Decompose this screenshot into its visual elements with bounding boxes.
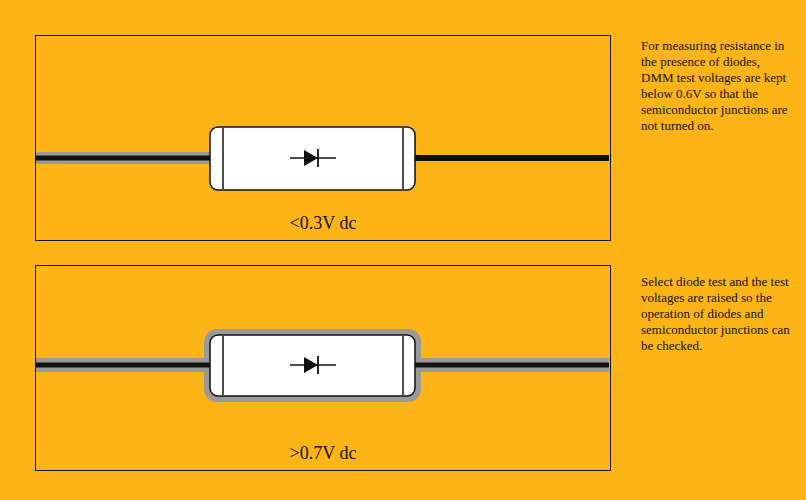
diode-body: [210, 127, 415, 190]
test-voltage-highlight: [36, 152, 212, 164]
test-voltage-highlight: [204, 329, 421, 402]
panel-frame: >0.7V dc: [35, 265, 611, 471]
voltage-label: >0.7V dc: [36, 443, 610, 464]
diode-lead: [36, 156, 212, 161]
diode-end-band: [402, 128, 404, 189]
diode-end-band: [402, 336, 404, 395]
diode-end-band: [222, 128, 224, 189]
panel-frame: <0.3V dc: [35, 35, 611, 241]
diode-symbol: [304, 357, 318, 373]
voltage-label: <0.3V dc: [36, 213, 610, 234]
diode-symbol: [317, 356, 319, 374]
diode-lead: [412, 155, 609, 161]
diode-symbol: [304, 150, 318, 166]
side-note: For measuring resistance in the presence…: [641, 38, 791, 134]
diode-symbol: [317, 149, 319, 167]
diode-body: [210, 335, 415, 396]
diode-end-band: [222, 336, 224, 395]
side-note: Select diode test and the test voltages …: [641, 274, 791, 354]
